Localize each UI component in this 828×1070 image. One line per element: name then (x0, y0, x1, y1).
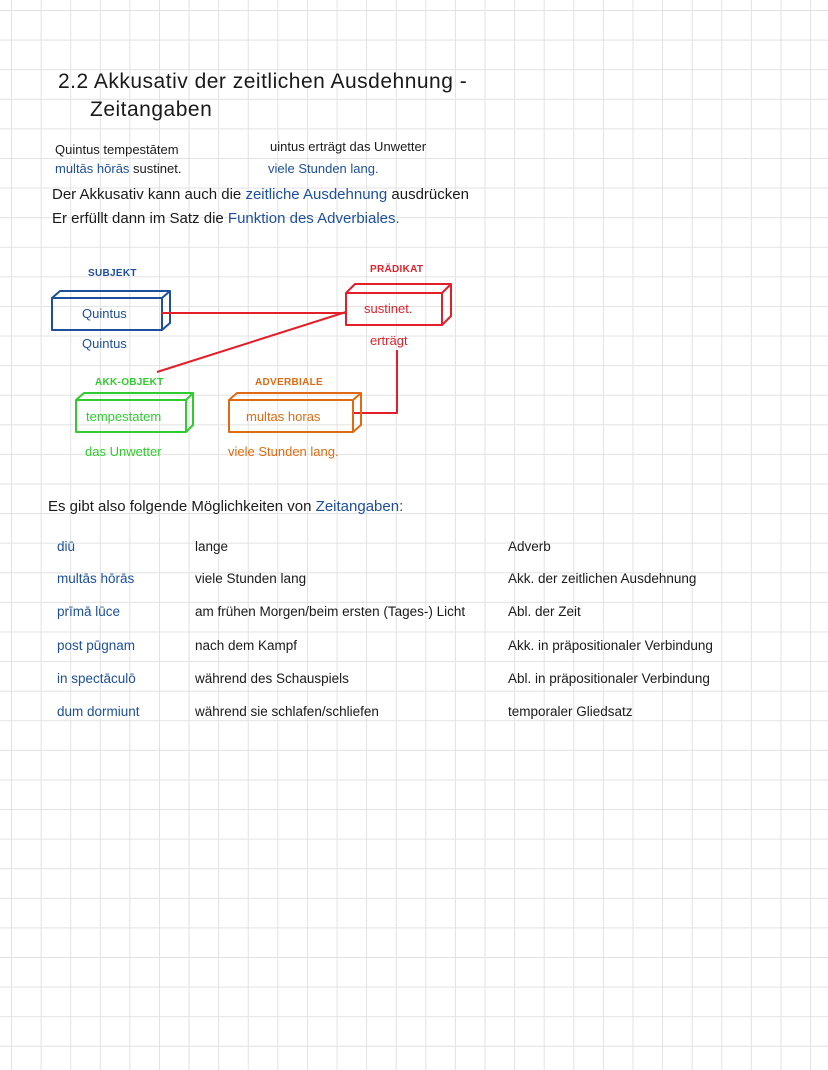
subject-german: Quintus (82, 336, 127, 351)
sentence-diagram (51, 283, 452, 433)
predicate-box (156, 283, 452, 414)
table-cell-german: lange (195, 539, 229, 554)
object-latin: tempestatem (86, 409, 162, 424)
subject-latin: Quintus (82, 306, 127, 321)
table-cell-type: temporaler Gliedsatz (508, 704, 633, 719)
table-cell-type: Akk. in präpositionaler Verbindung (508, 638, 713, 653)
subject-label: SUBJEKT (88, 268, 137, 279)
table-cell-german: während sie schlafen/schliefen (195, 704, 379, 719)
heading-line1: 2.2 Akkusativ der zeitlichen Ausdehnung … (58, 70, 468, 93)
latin-verb: sustinet. (133, 161, 182, 176)
table-cell-german: am frühen Morgen/beim ersten (Tages-) Li… (195, 604, 466, 619)
summary-intro: Es gibt also folgende Möglichkeiten von … (48, 498, 403, 515)
german-sentence-line1: uintus erträgt das Unwetter (270, 139, 427, 154)
predicate-german: erträgt (370, 333, 408, 348)
text: ausdrücken (391, 186, 469, 203)
table-cell-german: während des Schauspiels (195, 671, 349, 686)
object-german: das Unwetter (85, 444, 162, 459)
table-cell-latin: prīmā lūce (57, 604, 121, 619)
text: Er erfüllt dann im Satz die (52, 210, 224, 227)
adverbial-box (228, 392, 362, 433)
adverbial-latin: multas horas (246, 409, 321, 424)
heading-line2: Zeitangaben (90, 98, 213, 121)
object-box (75, 392, 194, 433)
explanation-line1: Der Akkusativ kann auch die zeitliche Au… (52, 186, 469, 203)
highlight: zeitliche Ausdehnung (245, 186, 388, 203)
table-cell-type: Abl. der Zeit (508, 604, 581, 619)
latin-highlight: multās hōrās (55, 161, 130, 176)
table-cell-latin: dum dormiunt (57, 704, 140, 719)
highlight: Zeitangaben: (315, 498, 404, 515)
adverbial-german: viele Stunden lang. (228, 444, 339, 459)
explanation-line2: Er erfüllt dann im Satz die Funktion des… (52, 210, 400, 227)
table-cell-type: Adverb (508, 539, 551, 554)
table-cell-type: Akk. der zeitlichen Ausdehnung (508, 571, 697, 586)
table-cell-german: viele Stunden lang (195, 571, 307, 586)
table-cell-latin: post pūgnam (57, 638, 136, 653)
text: Es gibt also folgende Möglichkeiten von (48, 498, 312, 515)
latin-sentence-line1: Quintus tempestātem (55, 142, 179, 157)
table-cell-german: nach dem Kampf (195, 638, 298, 653)
predicate-label: PRÄDIKAT (370, 264, 424, 275)
object-label: AKK-OBJEKT (95, 377, 164, 388)
text: Der Akkusativ kann auch die (52, 186, 242, 203)
adverbial-label: ADVERBIALE (255, 377, 324, 388)
table-cell-latin: in spectāculō (57, 671, 136, 686)
table-cell-type: Abl. in präpositionaler Verbindung (508, 671, 710, 686)
predicate-latin: sustinet. (364, 301, 413, 316)
german-sentence-line2: viele Stunden lang. (268, 161, 379, 176)
latin-sentence-line2: multās hōrās sustinet. (55, 161, 181, 176)
table-cell-latin: diū (57, 539, 76, 554)
highlight: Funktion des Adverbiales. (227, 210, 400, 227)
table-cell-latin: multās hōrās (57, 571, 135, 586)
